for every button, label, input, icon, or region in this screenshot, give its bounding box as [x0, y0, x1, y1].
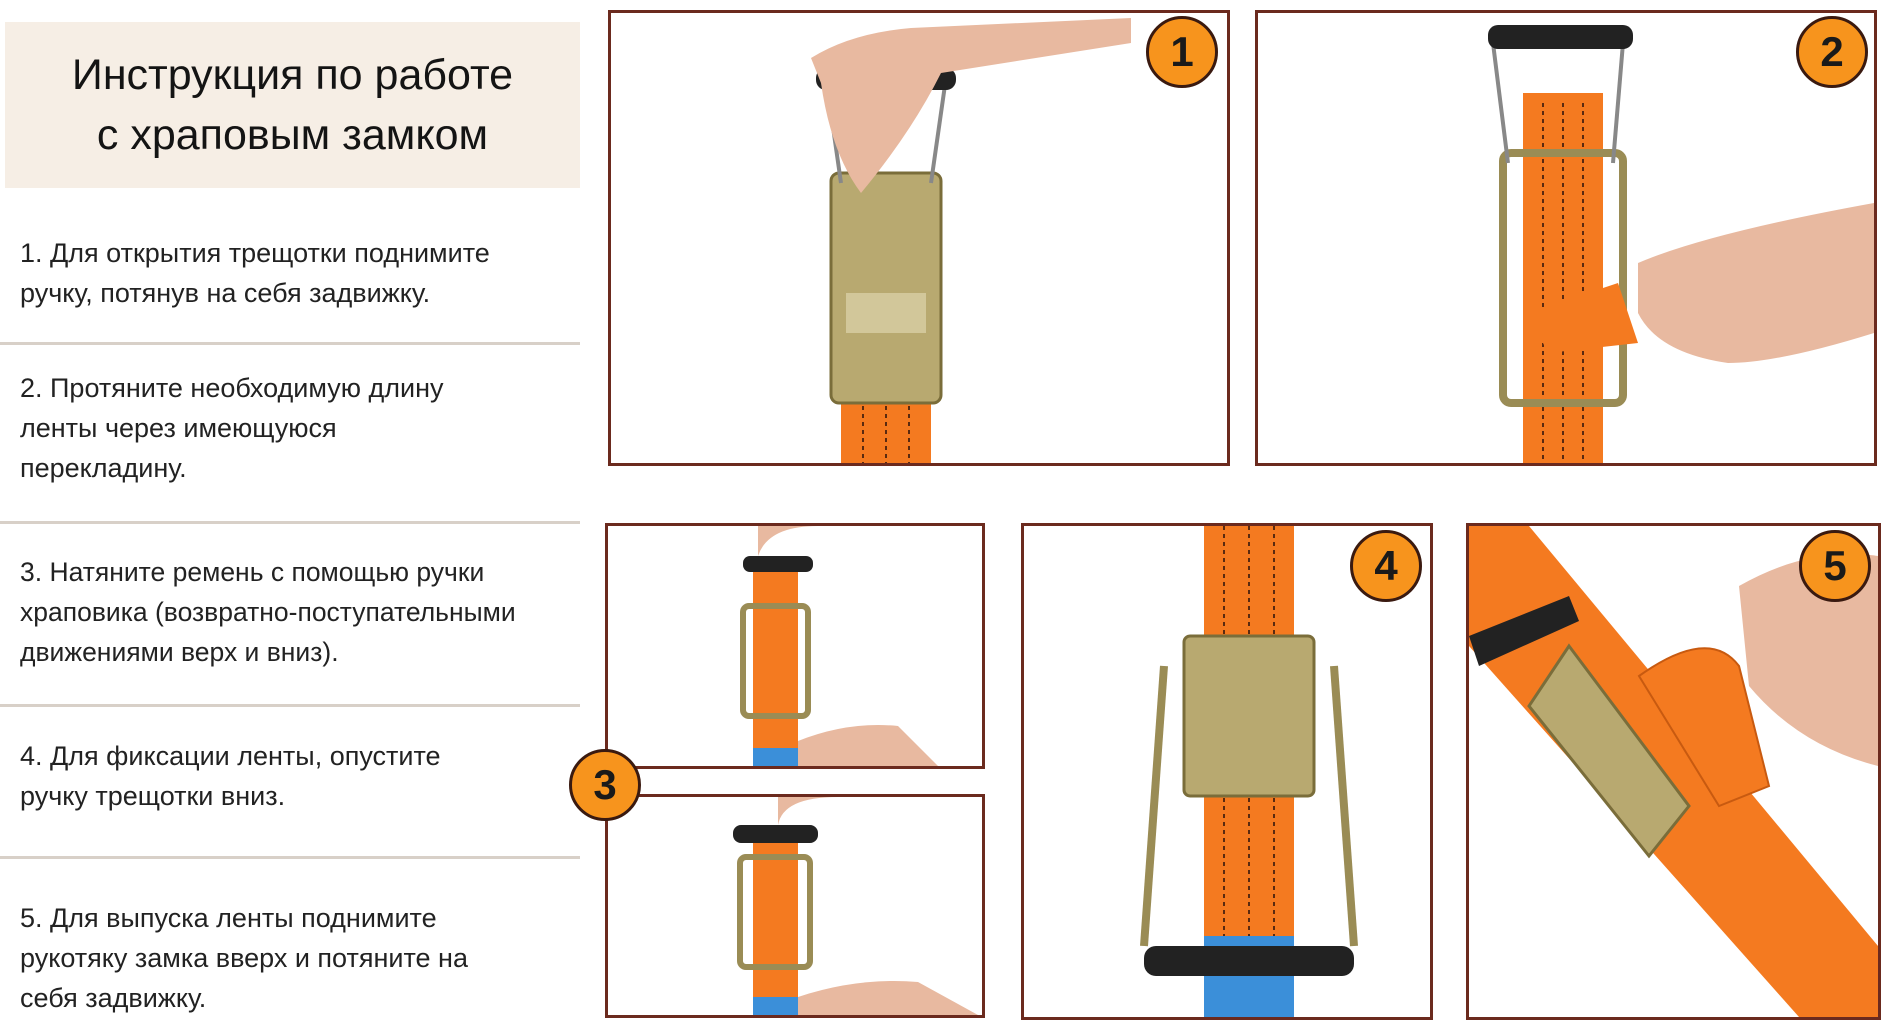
title-box: Инструкция по работе с храповым замком	[5, 22, 580, 188]
ratchet-illustration	[811, 18, 1131, 463]
title-line-2: с храповым замком	[96, 111, 489, 159]
step-5-line: 5. Для выпуска ленты поднимите	[20, 903, 437, 933]
step-badge-2: 2	[1796, 16, 1868, 88]
step-1: 1. Для открытия трещотки поднимите ручку…	[20, 233, 590, 313]
step-badge-3: 3	[569, 749, 641, 821]
divider	[0, 704, 580, 707]
photo-step-2	[1255, 10, 1877, 466]
step-2: 2. Протяните необходимую длину ленты чер…	[20, 368, 590, 488]
step-2-line: перекладину.	[20, 453, 187, 483]
photo-step-5	[1466, 523, 1881, 1020]
step-5-line: себя задвижку.	[20, 983, 207, 1013]
step-2-line: ленты через имеющуюся	[20, 413, 337, 443]
step-3: 3. Натяните ремень с помощью ручки храпо…	[20, 552, 590, 672]
step-3-line: храповика (возвратно-поступательными	[20, 597, 516, 627]
divider	[0, 856, 580, 859]
ratchet-illustration	[733, 797, 978, 1015]
step-badge-4: 4	[1350, 530, 1422, 602]
divider	[0, 342, 580, 345]
step-4: 4. Для фиксации ленты, опустите ручку тр…	[20, 736, 590, 816]
ratchet-illustration	[1488, 25, 1874, 463]
photo-step-3a	[605, 523, 985, 769]
step-4-line: 4. Для фиксации ленты, опустите	[20, 741, 441, 771]
photo-step-3b	[605, 794, 985, 1018]
step-badge-5: 5	[1799, 530, 1871, 602]
step-3-line: движениями верх и вниз).	[20, 637, 339, 667]
ratchet-illustration	[1140, 526, 1358, 1017]
photo-step-4	[1021, 523, 1433, 1020]
photo-step-1	[608, 10, 1230, 466]
divider	[0, 521, 580, 524]
title-line-1: Инструкция по работе	[71, 51, 514, 99]
ratchet-illustration	[740, 526, 938, 766]
ratchet-illustration	[1469, 526, 1878, 1017]
step-5: 5. Для выпуска ленты поднимите рукотяку …	[20, 898, 590, 1018]
step-4-line: ручку трещотки вниз.	[20, 781, 286, 811]
step-1-line: 1. Для открытия трещотки поднимите	[20, 238, 490, 268]
step-2-line: 2. Протяните необходимую длину	[20, 373, 444, 403]
step-1-line: ручку, потянув на себя задвижку.	[20, 278, 431, 308]
step-badge-1: 1	[1146, 16, 1218, 88]
step-5-line: рукотяку замка вверх и потяните на	[20, 943, 468, 973]
step-3-line: 3. Натяните ремень с помощью ручки	[20, 557, 485, 587]
